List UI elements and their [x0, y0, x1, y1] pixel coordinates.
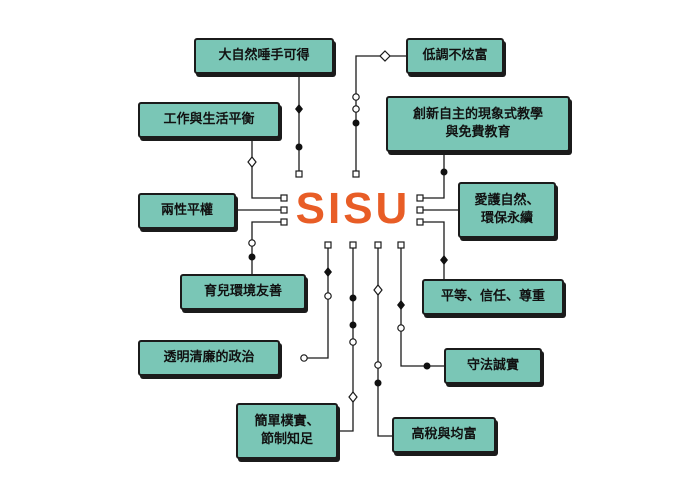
- value-label: 守法誠實: [466, 358, 519, 374]
- value-label: 兩性平權: [160, 203, 213, 219]
- value-box-education: 創新自主的現象式教學與免費教育: [386, 96, 570, 152]
- value-box-tax: 高稅與均富: [392, 417, 496, 453]
- value-label: 高稅與均富: [411, 427, 477, 443]
- value-label: 低調不炫富: [422, 48, 488, 64]
- value-box-low-key: 低調不炫富: [406, 38, 504, 74]
- value-label: 工作與生活平衡: [163, 112, 255, 128]
- value-label: 透明清廉的政治: [163, 350, 255, 366]
- value-label: 愛護自然、環保永續: [474, 193, 540, 226]
- value-box-law: 守法誠實: [444, 348, 542, 384]
- value-box-nature: 大自然唾手可得: [194, 38, 334, 74]
- value-box-parenting: 育兒環境友善: [180, 274, 306, 310]
- value-label: 平等、信任、尊重: [440, 289, 545, 305]
- value-box-simple: 簡單樸實、節制知足: [236, 403, 338, 459]
- value-label: 大自然唾手可得: [218, 48, 310, 64]
- value-label: 育兒環境友善: [203, 284, 282, 300]
- value-box-equality: 平等、信任、尊重: [422, 279, 564, 315]
- value-box-environment: 愛護自然、環保永續: [458, 182, 556, 238]
- sisu-title: SISU: [295, 184, 411, 233]
- value-box-politics: 透明清廉的政治: [138, 340, 280, 376]
- value-box-gender: 兩性平權: [138, 193, 236, 229]
- value-box-work-life: 工作與生活平衡: [138, 102, 280, 138]
- value-label: 創新自主的現象式教學與免費教育: [412, 107, 543, 140]
- value-label: 簡單樸實、節制知足: [254, 414, 320, 447]
